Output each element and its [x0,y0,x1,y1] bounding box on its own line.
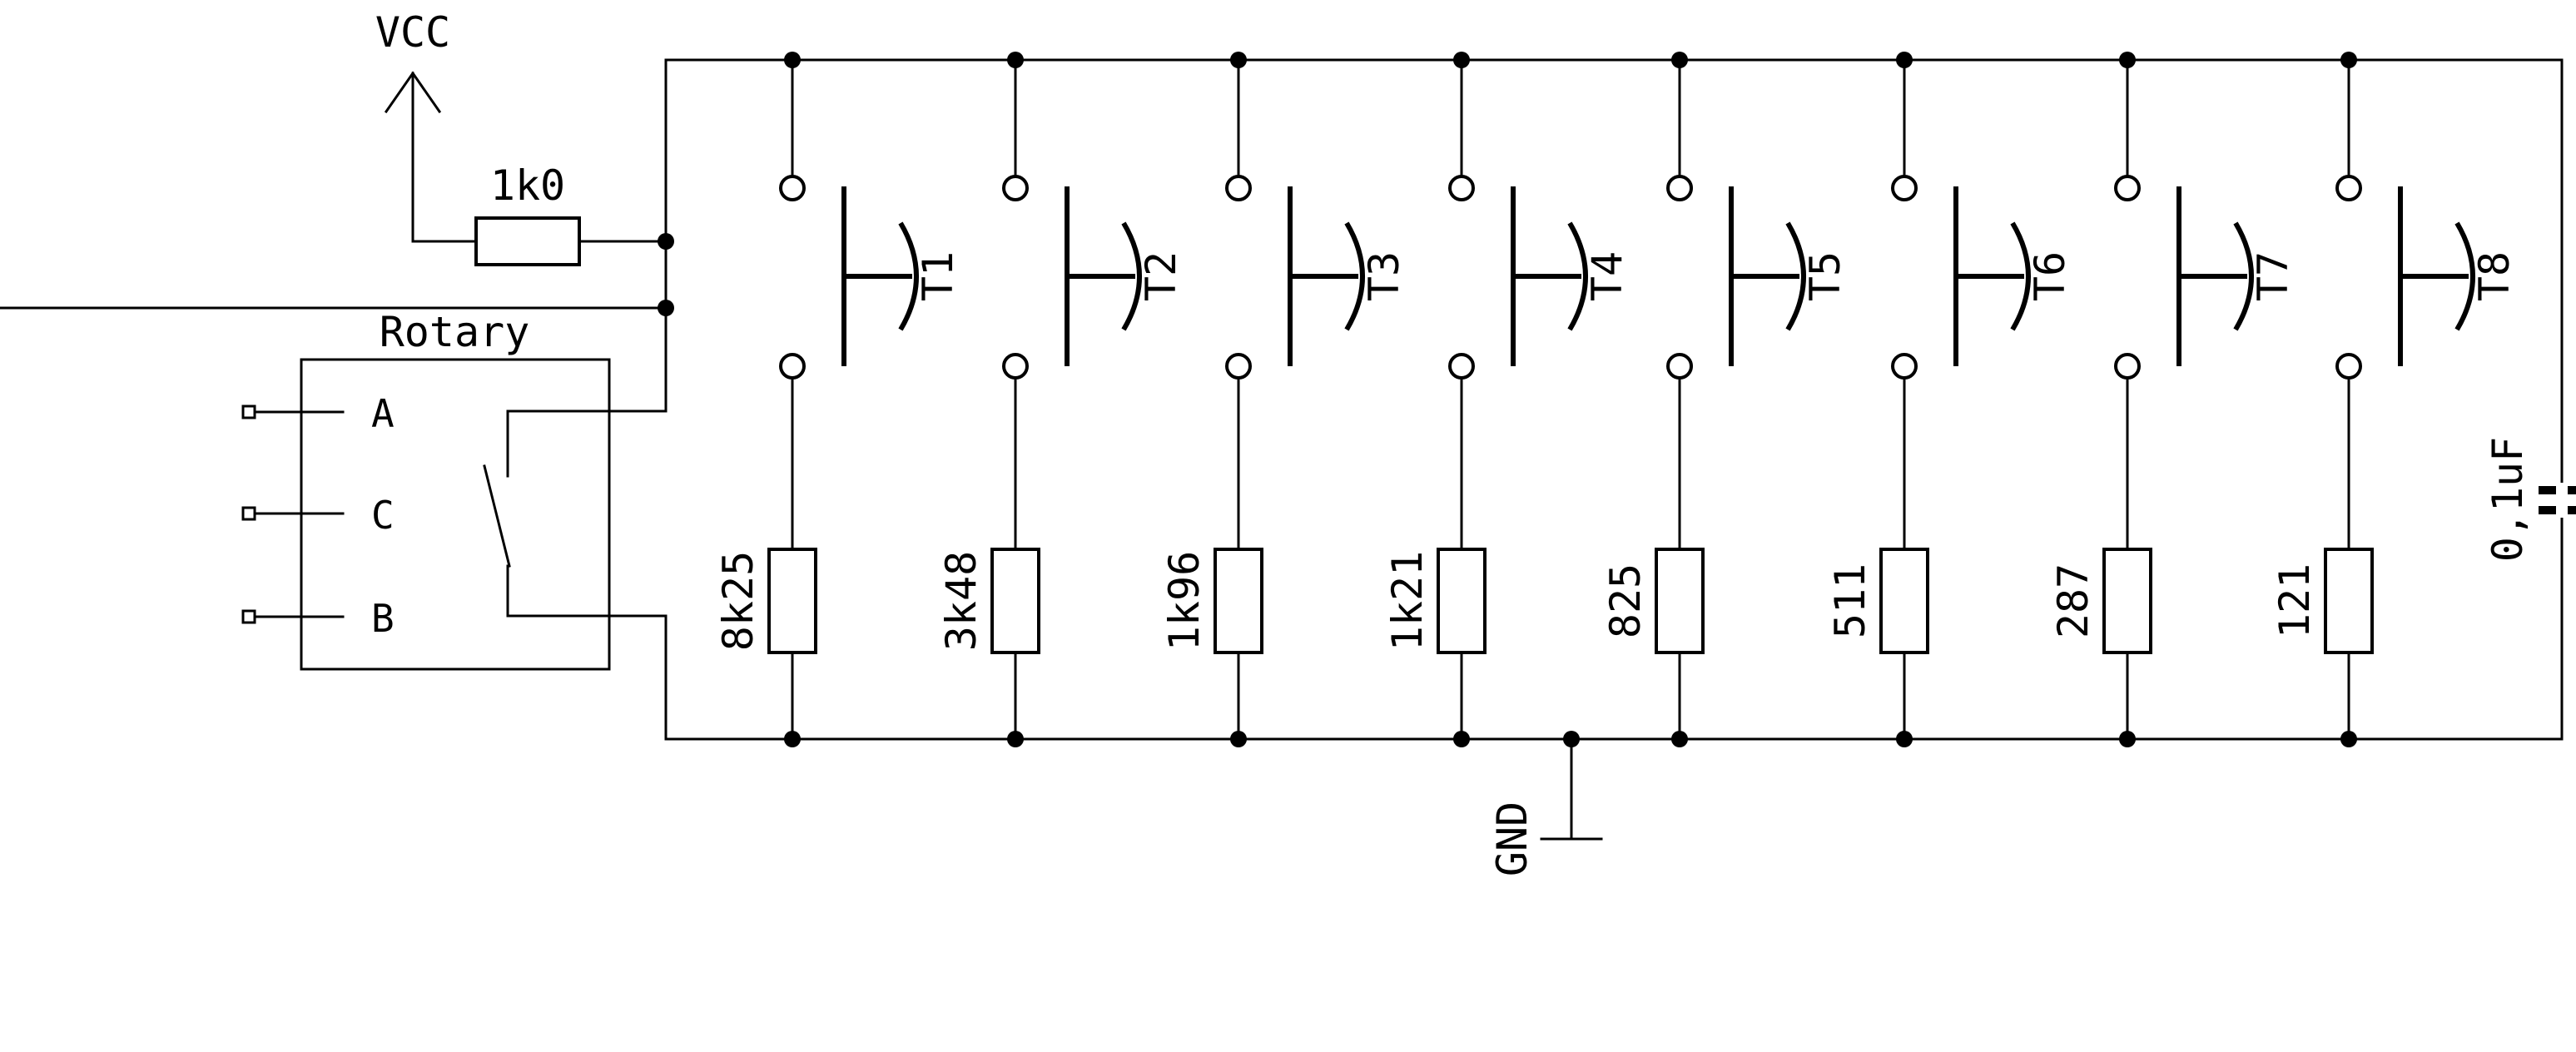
stage: T7 287 [2049,52,2297,747]
resistor-r3-label: 1k96 [1160,551,1209,651]
button-contact [779,175,806,201]
vcc-label: VCC [375,8,450,57]
button-contact [779,353,806,380]
button-t1-label: T1 [914,251,962,301]
stage: T5 825 [1601,52,1849,747]
button-contact [1666,175,1693,201]
resistor-r6 [1879,548,1929,654]
rotary-switch: Rotary A C B [241,308,668,671]
button-contact [1891,175,1918,201]
resistor-r1-label: 8k25 [714,551,762,651]
vcc-symbol: VCC [375,8,450,243]
pin-c-label: C [371,493,395,538]
button-t2-label: T2 [1137,251,1185,301]
resistor-r2-label: 3k48 [937,551,985,651]
capacitor-label: 0,1uF [2484,437,2532,563]
capacitor: 0,1uF [2484,437,2576,563]
resistor-r5 [1655,548,1705,654]
junction-dot [658,300,674,316]
button-t3-label: T3 [1360,251,1408,301]
pullup-resistor: 1k0 [411,161,668,266]
resistor-r4-label: 1k21 [1383,551,1432,651]
resistor-r8 [2324,548,2374,654]
button-contact [1002,353,1029,380]
stage: T2 3k48 [937,52,1185,747]
gnd-label: GND [1488,801,1536,876]
button-contact [1002,175,1029,201]
ground-symbol: GND [1488,731,1603,876]
resistor-r1 [767,548,817,654]
button-contact [2335,175,2362,201]
resistor-r7 [2102,548,2152,654]
resistor-r6-label: 511 [1826,563,1874,638]
button-t4-label: T4 [1583,251,1631,301]
button-contact [1225,175,1252,201]
resistor-r4 [1437,548,1487,654]
button-contact [1666,353,1693,380]
pin-a-label: A [371,391,395,436]
button-contact [2114,175,2141,201]
resistor-r5-label: 825 [1601,563,1650,638]
pullup-resistor-label: 1k0 [490,161,565,210]
button-contact [2335,353,2362,380]
button-t5-label: T5 [1801,251,1849,301]
resistor-r8-label: 121 [2271,563,2319,638]
rotary-title: Rotary [380,308,530,356]
button-t6-label: T6 [2026,251,2074,301]
button-contact [1891,353,1918,380]
button-t8-label: T8 [2470,251,2519,301]
stage: T3 1k96 [1160,52,1408,747]
button-contact [1448,353,1475,380]
stage: T4 1k21 [1383,52,1631,747]
button-contact [2114,353,2141,380]
resistor-r2 [990,548,1040,654]
stage: T8 121 [2271,52,2519,747]
resistor-r7-label: 287 [2049,563,2097,638]
stage: T1 8k25 [714,52,962,747]
pin-b-label: B [371,596,395,641]
resistor-r3 [1214,548,1263,654]
junction-dot [658,233,674,250]
button-contact [1225,353,1252,380]
button-t7-label: T7 [2249,251,2297,301]
stage: T6 511 [1826,52,2074,747]
button-contact [1448,175,1475,201]
